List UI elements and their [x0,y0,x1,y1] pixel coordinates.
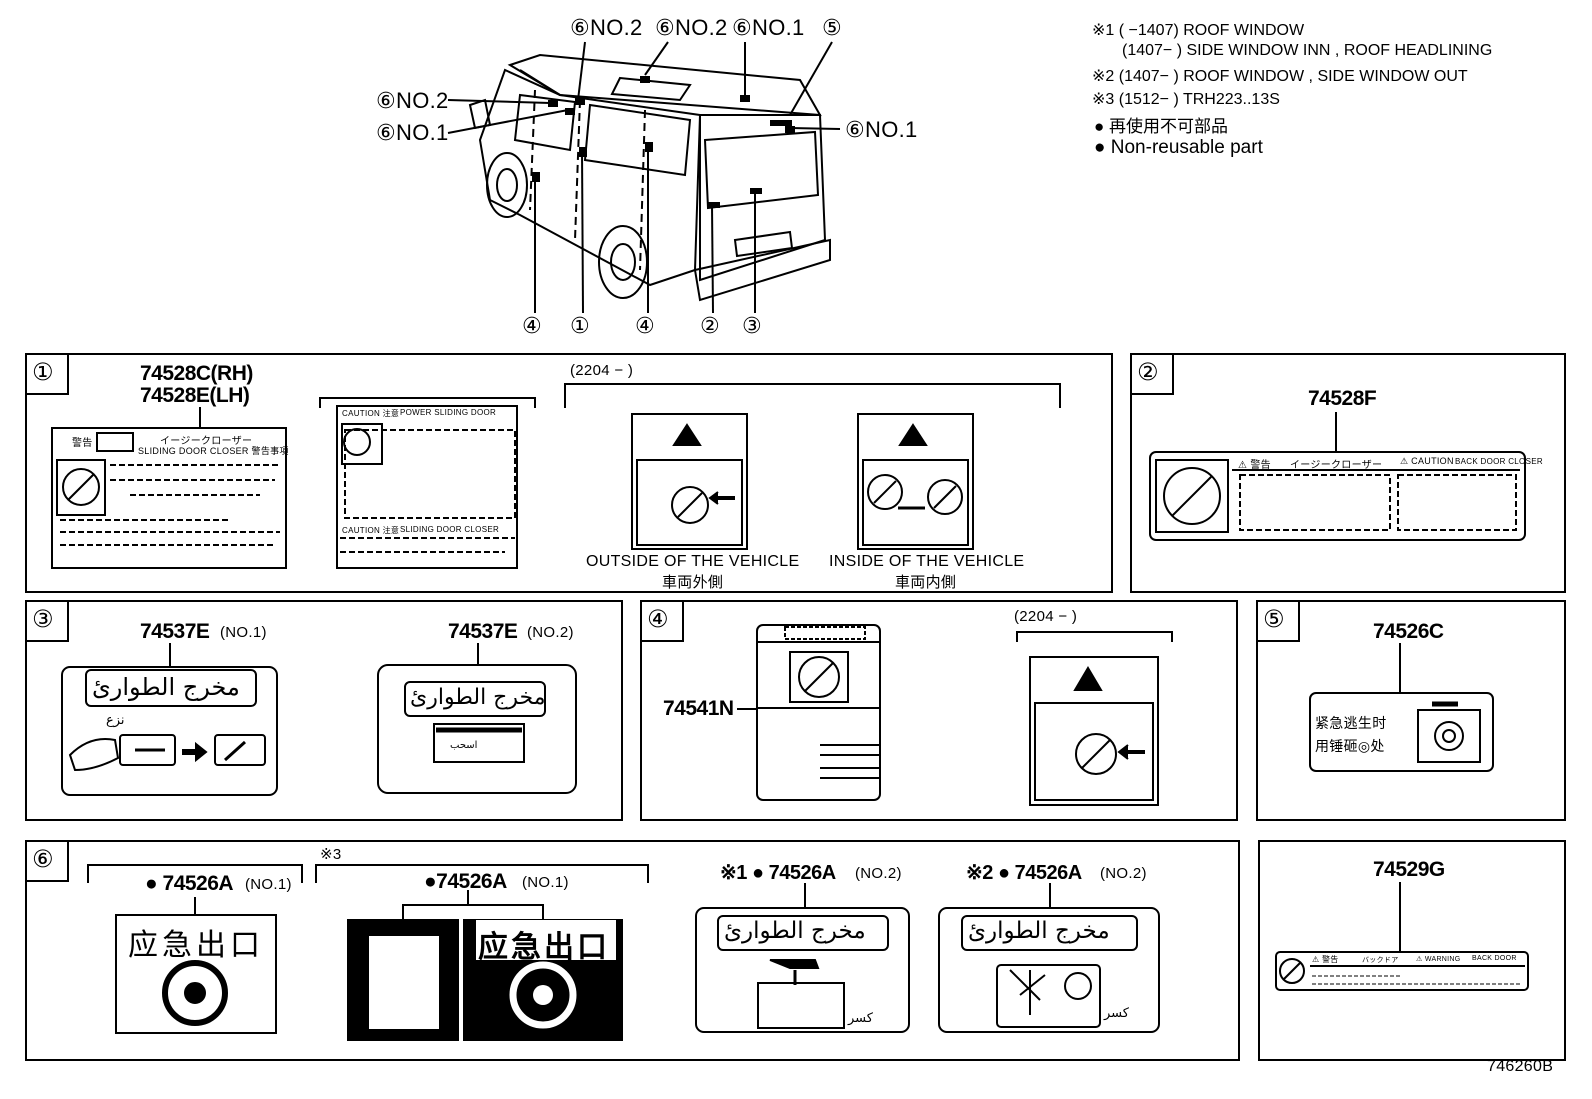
label-a-warn: 警告 [72,438,93,449]
panel-3-part1-no: (NO.1) [220,624,267,641]
panel-7-warning: ⚠ WARNING [1416,956,1461,963]
label-b-bot2: SLIDING DOOR CLOSER [400,525,500,534]
panel-3-part2-no: (NO.2) [527,624,574,641]
label-b-bot: CAUTION 注意 [342,526,400,535]
panel-2-en: BACK DOOR CLOSER [1455,457,1543,466]
panel-6-partA3: ※1 ● 74526A [720,862,836,884]
panel-6-partA3-no: (NO.2) [855,865,902,882]
panel-5: ⑤ [1256,600,1566,821]
panel-2-part: 74528F [1308,387,1377,410]
panel-6-partA1-no: (NO.1) [245,876,292,893]
panel-1-part-rh: 74528C(RH) [140,362,253,385]
panel-5-part: 74526C [1373,620,1444,643]
label-a-en: SLIDING DOOR CLOSER 警告事項 [138,446,289,456]
callout-6-no1-left: ⑥NO.1 [376,120,449,145]
callout-6-no1-top: ⑥NO.1 [732,15,805,40]
panel-5-tag: ⑤ [1258,602,1300,642]
legend-non-reusable-en: ● Non-reusable part [1094,137,1263,158]
panel-4-part: 74541N [663,697,734,720]
callout-4-right: ④ [635,313,656,338]
panel-6-partA1: ● 74526A [145,872,234,895]
panel-7-warn: ⚠ 警告 [1312,955,1339,964]
panel-6-tag: ⑥ [27,842,69,882]
callout-1: ① [570,313,591,338]
callout-2: ② [700,313,721,338]
panel-6-emergency-1: 应急出口 [128,929,264,962]
legend-note-4: ※3 (1512− ) TRH223..13S [1092,91,1280,108]
panel-6-break-2: كسر [1104,1005,1129,1020]
callout-3: ③ [742,313,763,338]
panel-3-part1: 74537E [140,620,210,643]
panel-2-jp: イージークローザー [1290,460,1383,471]
panel-3-arabic-2: مخرج الطوارئ [410,685,546,710]
callout-5: ⑤ [822,15,843,40]
panel-7 [1258,840,1566,1061]
panel-6: ⑥ [25,840,1240,1061]
label-b-top: CAUTION 注意 [342,409,400,418]
callout-6-no1-right: ⑥NO.1 [845,117,918,142]
panel-6-partA4-no: (NO.2) [1100,865,1147,882]
panel-6-partA2: ●74526A [424,870,507,893]
panel-6-note3: ※3 [320,846,342,863]
inside-en: INSIDE OF THE VEHICLE [829,553,1025,570]
legend-note-2: (1407− ) SIDE WINDOW INN , ROOF HEADLINI… [1122,42,1493,59]
panel-6-arabic-1: مخرج الطوارئ [724,918,866,944]
panel-2-warn: ⚠ 警告 [1238,460,1271,471]
panel-1: ① [25,353,1113,593]
panel-4-date-range: (2204 − ) [1014,608,1078,625]
label-a-jp: イージークローザー [160,436,253,447]
panel-3-tag: ③ [27,602,69,642]
legend-note-3: ※2 (1407− ) ROOF WINDOW , SIDE WINDOW OU… [1092,68,1468,85]
figure-id: 746260B [1487,1058,1554,1075]
panel-4: ④ [640,600,1238,821]
panel-6-arabic-2: مخرج الطوارئ [968,918,1110,944]
label-b-top2: POWER SLIDING DOOR [400,408,497,417]
panel-3-remove: نزع [106,712,125,727]
panel-6-break-1: كسر [848,1010,873,1025]
panel-2-caution: ⚠ CAUTION [1400,456,1454,466]
panel-6-emergency-2: 应急出口 [478,931,610,964]
callout-6-no2-a: ⑥NO.2 [570,15,643,40]
panel-2: ② [1130,353,1566,593]
panel-1-date-range: (2204 − ) [570,362,634,379]
outside-jp: 車両外側 [662,574,724,591]
panel-2-tag: ② [1132,355,1174,395]
callout-6-no2-b: ⑥NO.2 [655,15,728,40]
panel-3-part2: 74537E [448,620,518,643]
panel-3: ③ [25,600,623,821]
panel-5-line1: 紧急逃生时 [1315,715,1387,731]
panel-1-tag: ① [27,355,69,395]
inside-jp: 車両内側 [895,574,957,591]
callout-6-no2-left: ⑥NO.2 [376,88,449,113]
panel-7-en: BACK DOOR [1472,955,1517,962]
panel-3-pull: اسحب [450,740,478,751]
panel-4-tag: ④ [642,602,684,642]
panel-7-jp: バックドア [1362,957,1399,964]
panel-6-partA2-no: (NO.1) [522,874,569,891]
panel-3-arabic-1: مخرج الطوارئ [92,673,240,701]
callout-4-left: ④ [522,313,543,338]
panel-6-partA4: ※2 ● 74526A [966,862,1082,884]
legend-note-1: ※1 ( −1407) ROOF WINDOW [1092,22,1305,39]
van-illustration [447,41,841,314]
legend-non-reusable-jp: ● 再使用不可部品 [1094,117,1228,136]
panel-5-line2: 用锤砸◎处 [1315,738,1385,754]
outside-en: OUTSIDE OF THE VEHICLE [586,553,800,570]
panel-7-part: 74529G [1373,858,1445,881]
panel-1-part-lh: 74528E(LH) [140,384,250,407]
